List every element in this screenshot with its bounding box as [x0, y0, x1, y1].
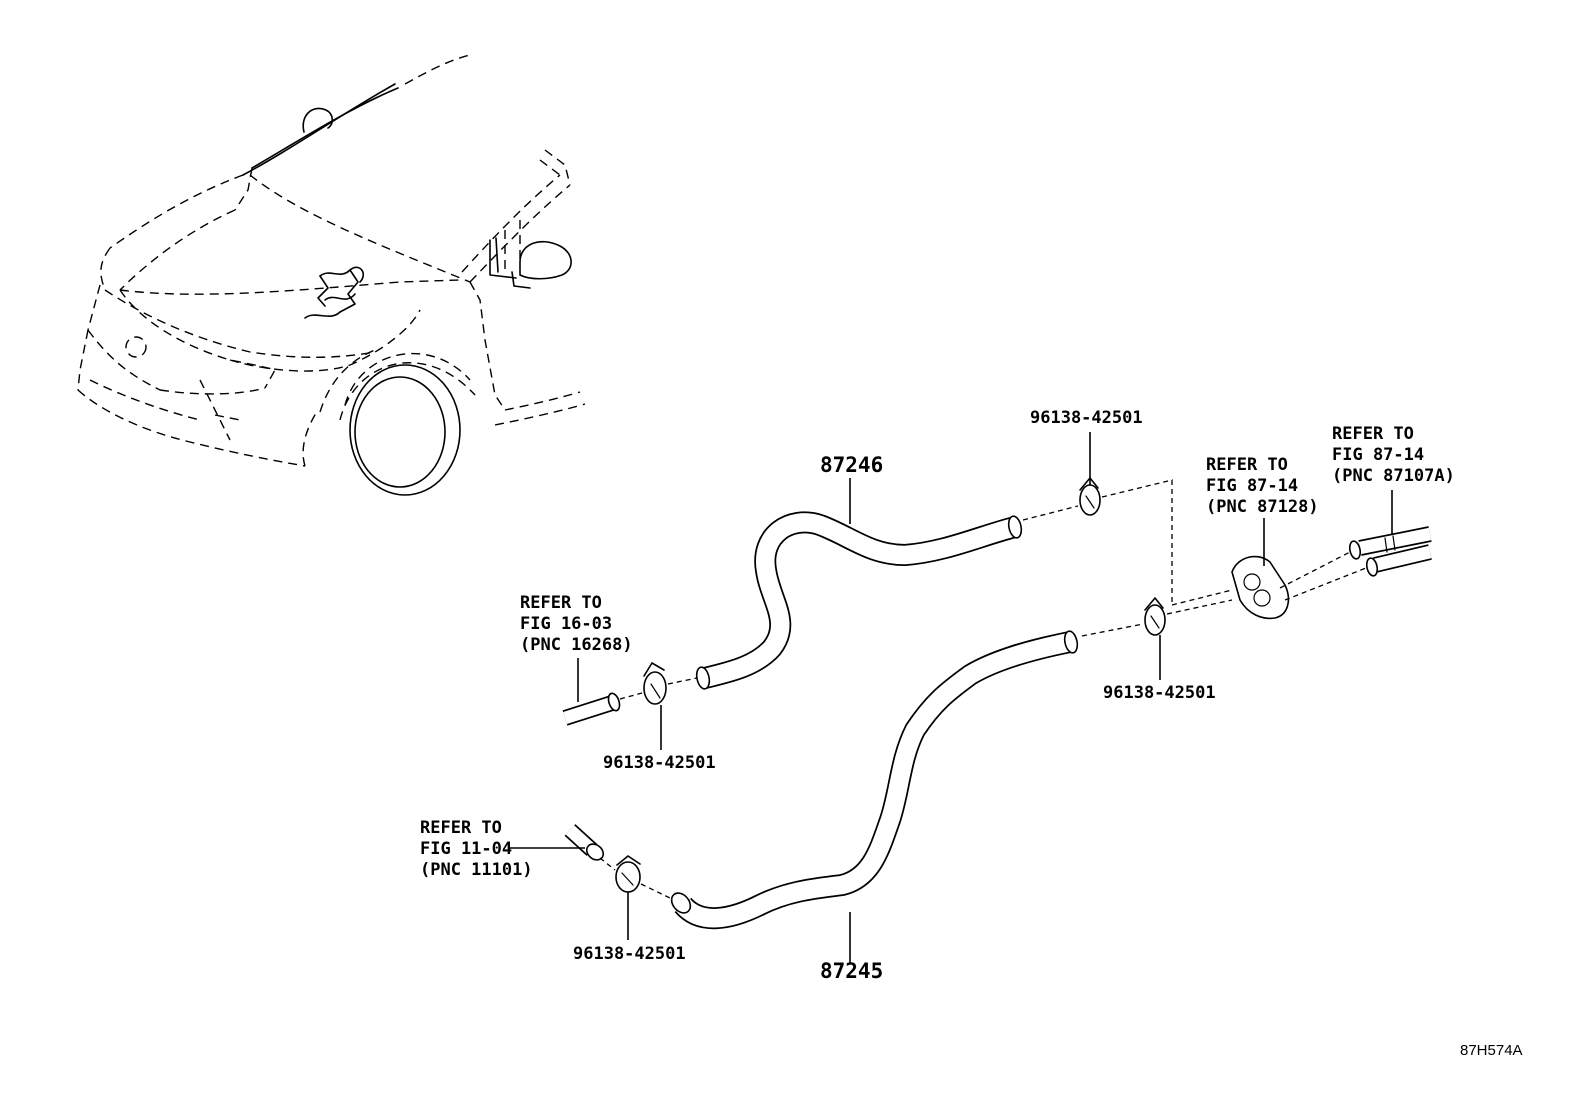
ref-line3: (PNC 11101): [420, 860, 533, 880]
ref-fig-87-14-pnc-87107a[interactable]: REFER TO FIG 87-14 (PNC 87107A): [1332, 424, 1455, 486]
clamp-left: [643, 662, 667, 705]
ref-line1: REFER TO: [520, 593, 602, 613]
part-number-clamp-bottom[interactable]: 96138-42501: [573, 944, 686, 964]
ref-line2: FIG 87-14: [1332, 445, 1424, 465]
clamp-bottom: [615, 855, 641, 893]
illustration-code: 87H574A: [1460, 1042, 1523, 1059]
ref-fig-87-14-pnc-87128[interactable]: REFER TO FIG 87-14 (PNC 87128): [1206, 455, 1319, 517]
ref-line3: (PNC 87107A): [1332, 466, 1455, 486]
part-number-87245[interactable]: 87245: [820, 959, 883, 983]
ref-line1: REFER TO: [420, 818, 502, 838]
ref-line2: FIG 87-14: [1206, 476, 1298, 496]
part-labels: 87246 87245 96138-42501 96138-42501 9613…: [573, 408, 1216, 983]
vehicle-illustration: [77, 54, 586, 496]
ref-line3: (PNC 87128): [1206, 497, 1319, 517]
ref-line1: REFER TO: [1206, 455, 1288, 475]
hose-87246: [695, 511, 1023, 690]
hose-87245: [670, 630, 1079, 930]
ref-line3: (PNC 16268): [520, 635, 633, 655]
pipe-fig-16-03: [562, 692, 621, 726]
ref-line1: REFER TO: [1332, 424, 1414, 444]
part-number-clamp-right[interactable]: 96138-42501: [1103, 683, 1216, 703]
ref-fig-16-03[interactable]: REFER TO FIG 16-03 (PNC 16268): [520, 593, 633, 655]
leader-lines: [510, 432, 1393, 963]
part-number-clamp-top[interactable]: 96138-42501: [1030, 408, 1143, 428]
grommet-plate: [1231, 555, 1290, 620]
assembly-lines: [599, 479, 1367, 899]
part-number-87246[interactable]: 87246: [820, 453, 883, 477]
ref-line2: FIG 11-04: [420, 839, 512, 859]
clamp-right: [1144, 597, 1166, 636]
ref-fig-11-04[interactable]: REFER TO FIG 11-04 (PNC 11101): [420, 818, 533, 880]
pipe-fig-11-04: [564, 824, 605, 861]
part-number-clamp-left[interactable]: 96138-42501: [603, 753, 716, 773]
pipes-fig-87-14: [1348, 526, 1432, 577]
ref-line2: FIG 16-03: [520, 614, 612, 634]
